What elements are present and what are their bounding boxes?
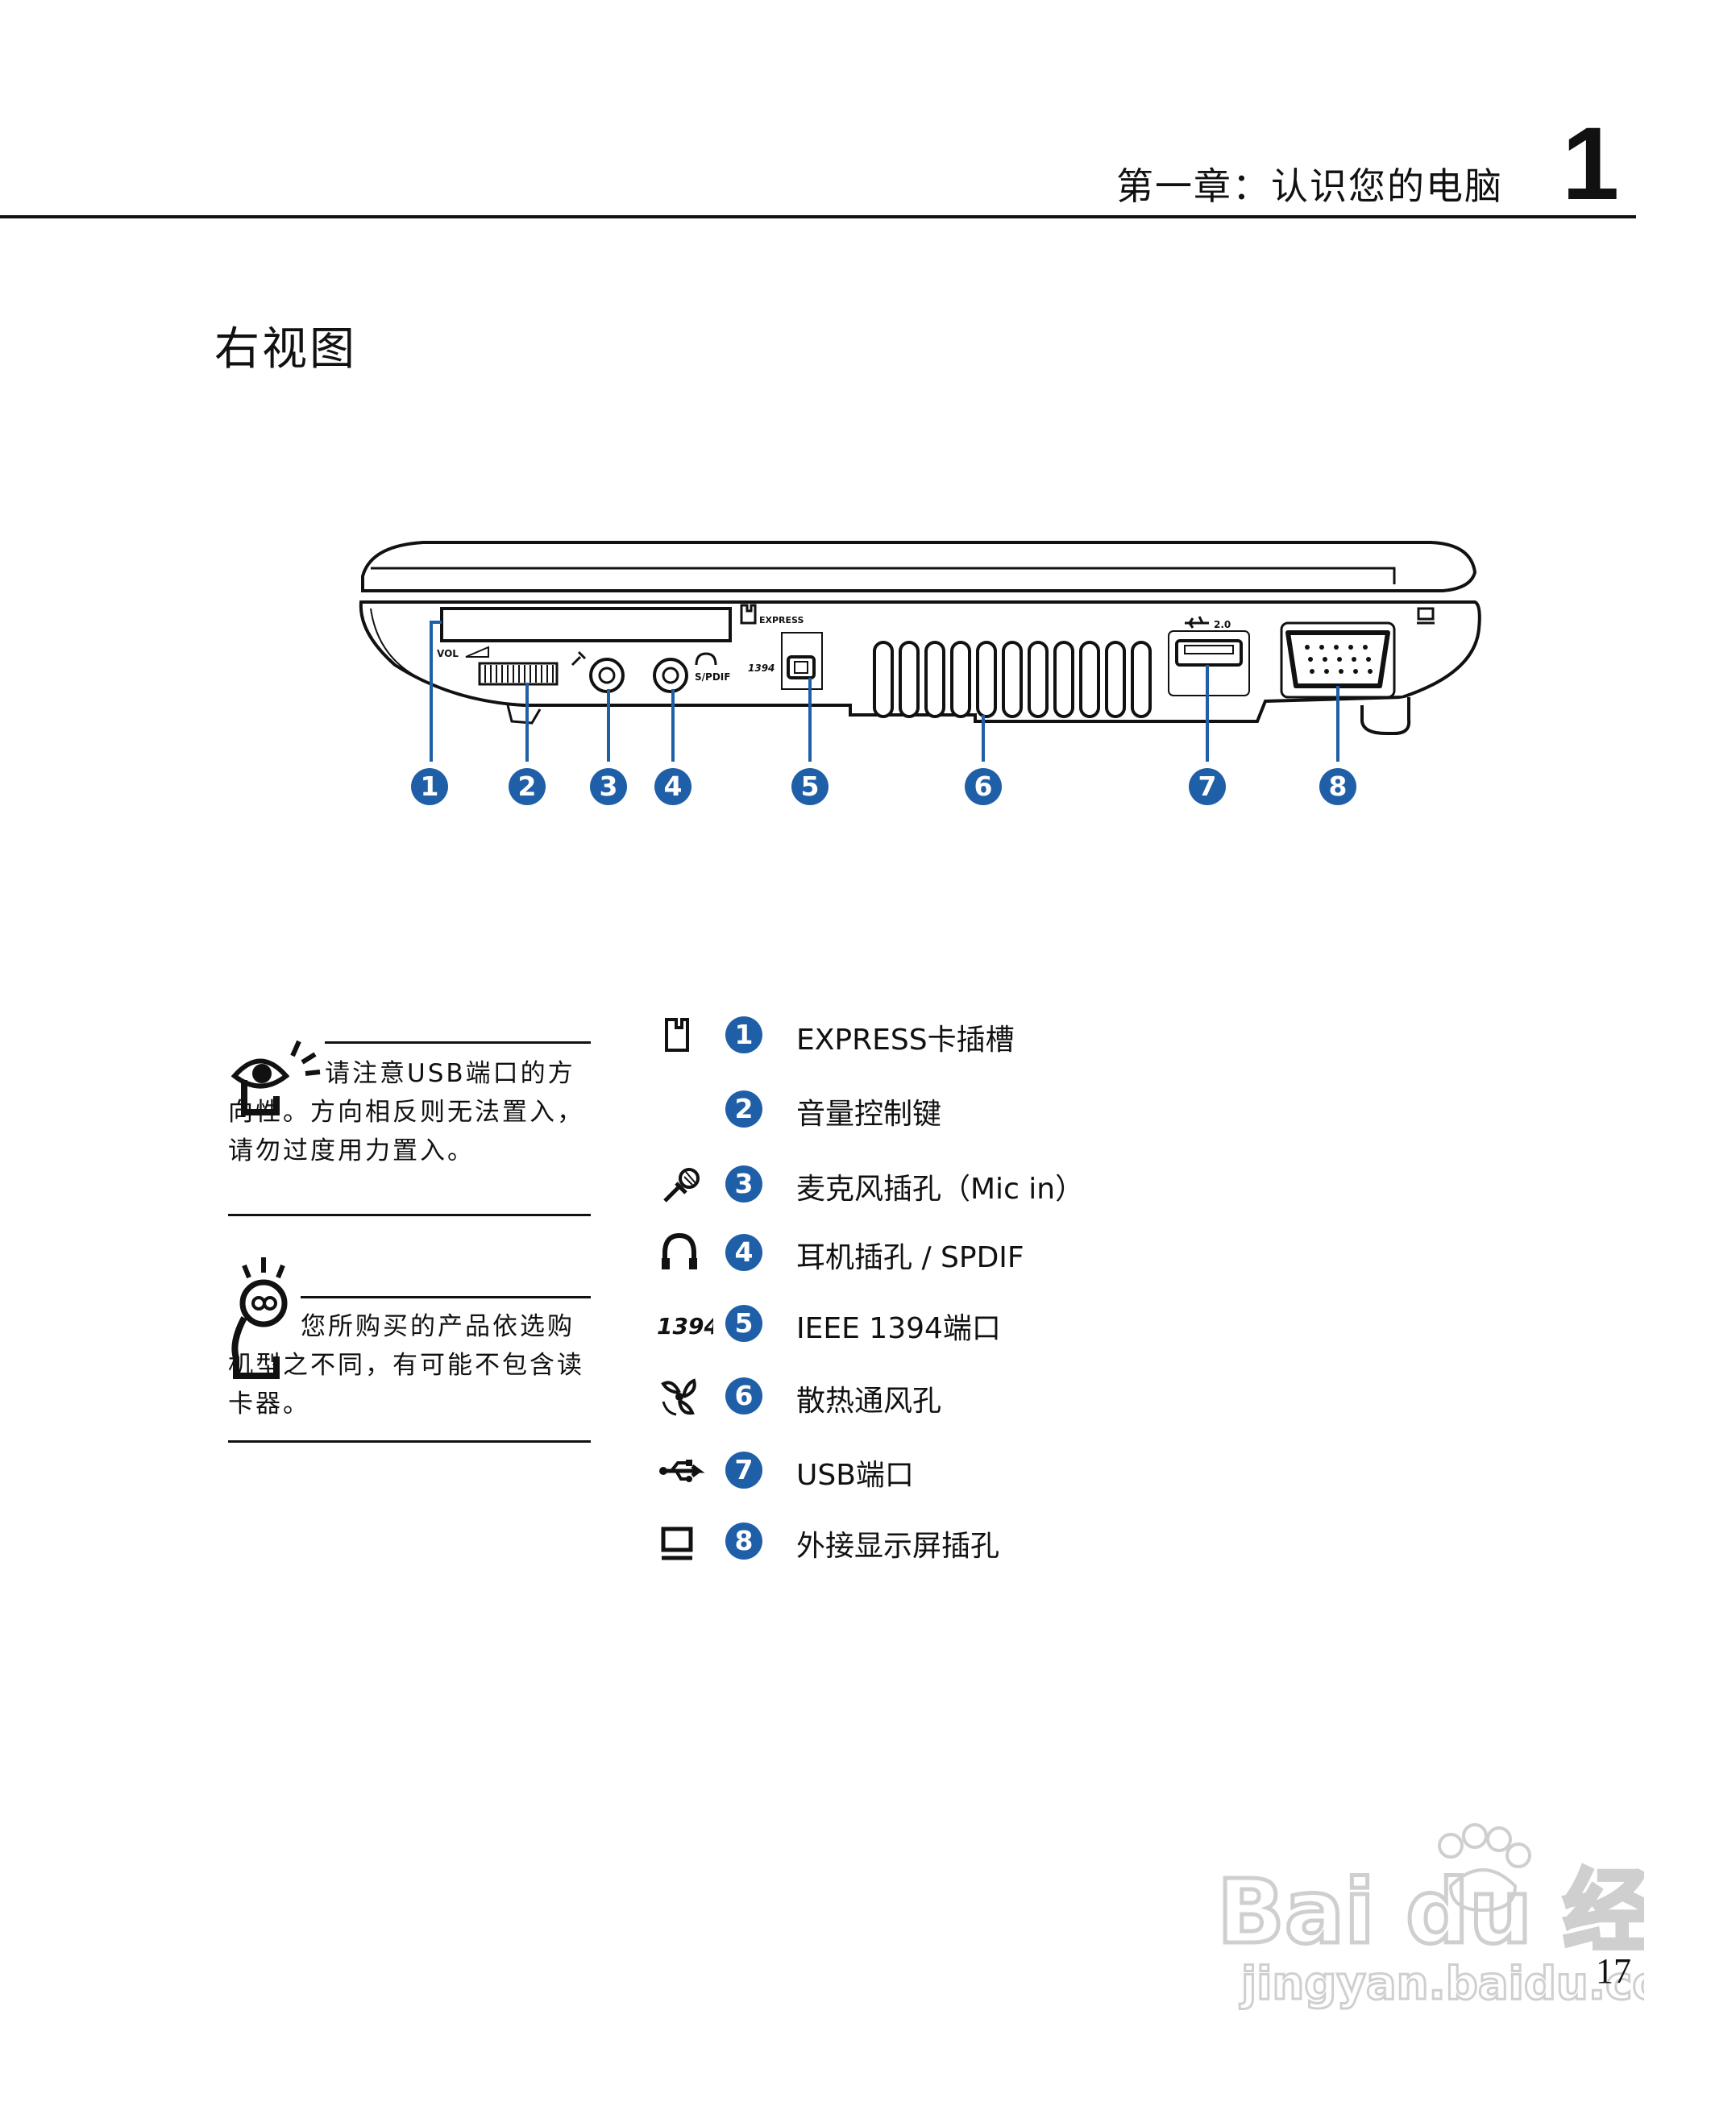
header-divider	[0, 215, 1636, 218]
legend-label: USB端口	[796, 1459, 914, 1492]
ieee1394-icon: 1394	[657, 1300, 713, 1348]
usb-symbol	[1185, 616, 1209, 629]
baidu-watermark: Bai du 经验 jingyan.baidu.com	[1209, 1822, 1644, 2015]
legend-number: 3	[725, 1165, 762, 1203]
legend-number: 8	[725, 1522, 762, 1560]
svg-text:1394: 1394	[657, 1313, 713, 1340]
monitor-symbol	[1417, 607, 1435, 625]
monitor-icon	[657, 1518, 713, 1566]
callout-8: 8	[1319, 768, 1356, 805]
callout-5: 5	[791, 768, 829, 805]
laptop-diagram: EXPRESS VOL S/PDIF 1394	[359, 541, 1481, 762]
legend-item-mic: 3 麦克风插孔（Mic in）	[657, 1161, 1463, 1209]
usb-label: 2.0	[1214, 619, 1231, 630]
chapter-number: 1	[1562, 106, 1620, 222]
callout-4: 4	[654, 768, 691, 805]
note-text: 请注意USB端口的方向性。方向相反则无法置入，请勿过度用力置入。	[228, 1059, 584, 1165]
legend-number: 5	[725, 1305, 762, 1342]
legend-label: IEEE 1394端口	[796, 1312, 1001, 1345]
volume-wheel-ridges	[484, 665, 554, 683]
laptop-lid	[361, 541, 1477, 592]
legend-number: 1	[725, 1016, 762, 1053]
watermark-brand: Bai du 经验	[1217, 1860, 1644, 1963]
legend-label: 散热通风孔	[796, 1385, 942, 1418]
section-title: 右视图	[214, 323, 357, 376]
legend-item-vent: 6 散热通风孔	[657, 1373, 1463, 1421]
legend-number: 6	[725, 1377, 762, 1414]
note-rule-bottom	[228, 1214, 591, 1216]
legend-item-express: 1 EXPRESS卡插槽	[657, 1012, 1463, 1060]
legend-label: 音量控制键	[796, 1098, 942, 1131]
laptop-right-view-figure: EXPRESS VOL S/PDIF 1394	[347, 528, 1547, 826]
vent-grille	[873, 641, 1152, 718]
callout-1: 1	[411, 768, 448, 805]
legend-item-headphone: 4 耳机插孔 / SPDIF	[657, 1229, 1463, 1277]
legend-item-usb: 7 USB端口	[657, 1447, 1463, 1495]
paw-icon	[1438, 1823, 1531, 1913]
legend-number: 7	[725, 1452, 762, 1489]
legend-label: 麦克风插孔（Mic in）	[796, 1173, 1085, 1206]
express-slot	[440, 607, 732, 642]
note-rule-bottom	[228, 1440, 591, 1443]
legend-item-monitor: 8 外接显示屏插孔	[657, 1518, 1463, 1566]
legend-item-ieee1394: 1394 5 IEEE 1394端口	[657, 1300, 1463, 1348]
usb-icon	[657, 1447, 713, 1495]
note-text: 您所购买的产品依选购机型之不同，有可能不包含读卡器。	[228, 1312, 584, 1419]
headphone-icon	[657, 1229, 713, 1277]
legend-label: 外接显示屏插孔	[796, 1530, 1000, 1563]
callout-2: 2	[509, 768, 546, 805]
note-rule-top	[325, 1041, 591, 1044]
spdif-label: S/PDIF	[695, 671, 730, 683]
mic-symbol	[571, 650, 587, 667]
vol-label: VOL	[437, 648, 459, 659]
legend-label: EXPRESS卡插槽	[796, 1024, 1015, 1057]
chapter-title: 第一章：认识您的电脑	[1116, 164, 1503, 208]
express-label: EXPRESS	[759, 615, 804, 625]
legend-item-volume: 2 音量控制键	[657, 1086, 1463, 1134]
idea-note-icon	[228, 1253, 301, 1382]
callout-leaders	[430, 621, 1339, 762]
legend-number: 4	[725, 1234, 762, 1271]
express-card-icon	[657, 1012, 713, 1060]
legend-label: 耳机插孔 / SPDIF	[796, 1241, 1024, 1274]
microphone-icon	[657, 1161, 713, 1209]
note-rule-top	[301, 1296, 591, 1298]
callout-7: 7	[1189, 768, 1226, 805]
vent-fan-icon	[657, 1373, 713, 1421]
page-number: 17	[1596, 1951, 1631, 1991]
callout-3: 3	[590, 768, 627, 805]
express-card-icon	[740, 604, 757, 625]
eye-note-icon	[228, 1032, 325, 1120]
ieee-label: 1394	[748, 663, 775, 674]
vga-pins	[1305, 645, 1373, 674]
watermark-url: jingyan.baidu.com	[1240, 1958, 1644, 2010]
legend-number: 2	[725, 1090, 762, 1128]
callout-6: 6	[965, 768, 1002, 805]
